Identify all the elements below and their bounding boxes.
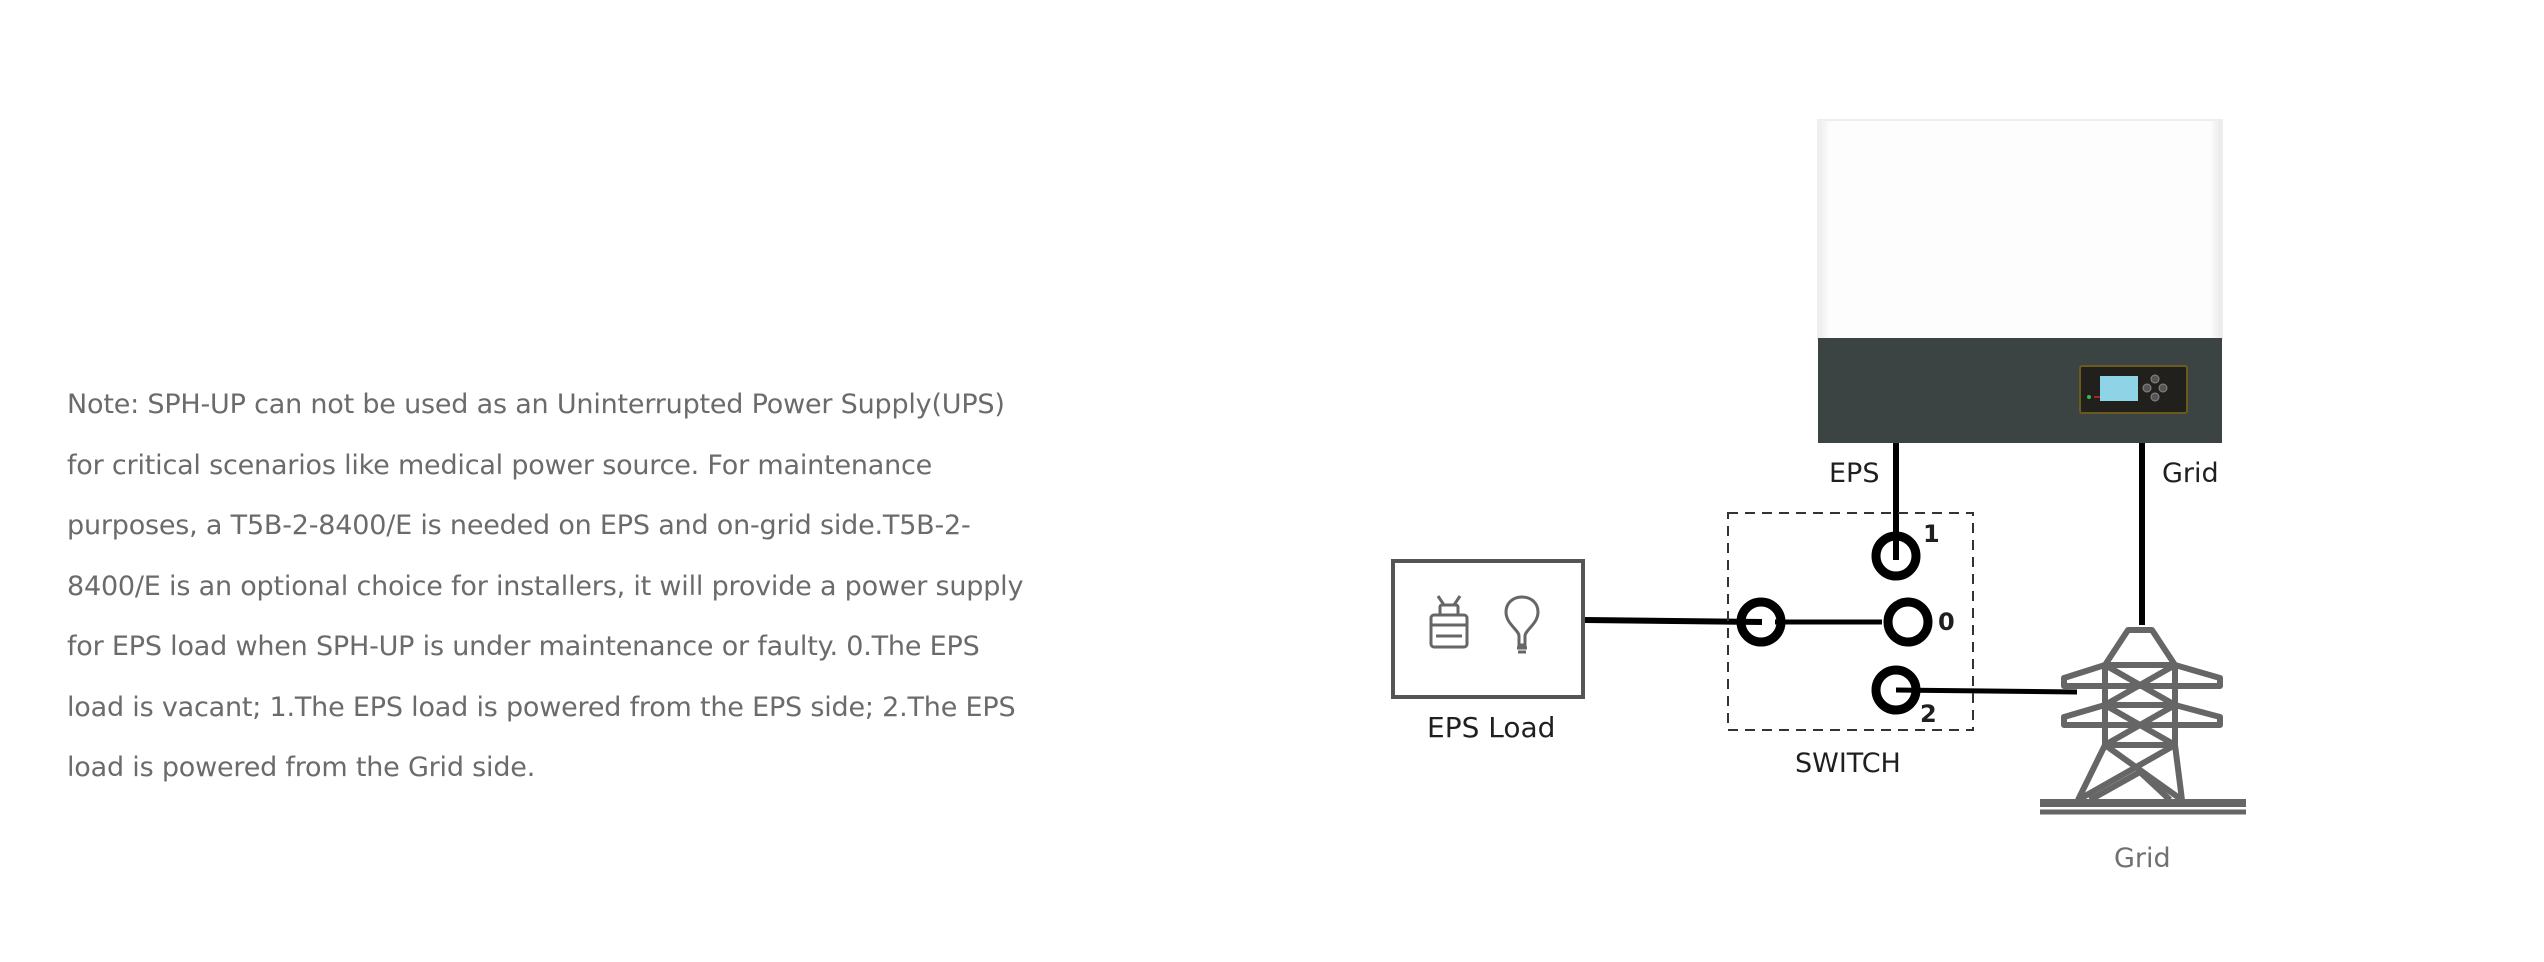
note-line: 8400/E is an optional choice for install… xyxy=(67,570,1024,602)
switch-position-0-label: 0 xyxy=(1938,608,1955,636)
note-line: purposes, a T5B-2-8400/E is needed on EP… xyxy=(67,510,971,541)
navigation-buttons xyxy=(2142,374,2168,402)
transmission-tower-icon xyxy=(2040,627,2246,815)
eps-load: EPS Load xyxy=(1391,559,1585,744)
light-bulb-icon xyxy=(1504,595,1540,654)
note-line: load is vacant; 1.The EPS load is powere… xyxy=(67,691,1016,723)
grid-feed-wire xyxy=(1895,687,2078,695)
wires xyxy=(1584,443,2145,695)
note-line: Note: SPH-UP can not be used as an Unint… xyxy=(67,389,1005,420)
eps-load-box xyxy=(1391,559,1585,699)
inverter-body xyxy=(1817,119,2223,341)
eps-port-label: EPS xyxy=(1829,458,1879,489)
switch-terminal-1 xyxy=(1871,531,1921,581)
status-led-green xyxy=(2087,395,2091,399)
display-screen xyxy=(2100,376,2138,401)
load-wire xyxy=(1584,617,1763,625)
inverter: EPS Grid xyxy=(1817,119,2223,489)
transfer-switch: 1 0 2 SWITCH xyxy=(1727,512,1974,779)
switch-terminal-0 xyxy=(1883,597,1933,647)
switch-common-terminal xyxy=(1736,597,1786,647)
switch-enclosure xyxy=(1727,512,1974,731)
generator-icon xyxy=(1429,595,1469,649)
switch-position-1-label: 1 xyxy=(1923,520,1940,548)
note-paragraph: Note: SPH-UP can not be used as an Unint… xyxy=(67,375,1067,799)
grid-port-label: Grid xyxy=(2162,458,2219,489)
status-led-red xyxy=(2094,396,2100,398)
switch-position-2-label: 2 xyxy=(1920,700,1937,728)
note-line: for critical scenarios like medical powe… xyxy=(67,449,933,481)
switch-label: SWITCH xyxy=(1795,748,1901,779)
note-line: for EPS load when SPH-UP is under mainte… xyxy=(67,631,980,662)
display-panel xyxy=(2079,365,2188,414)
note-line: load is powered from the Grid side. xyxy=(67,752,536,783)
eps-load-label: EPS Load xyxy=(1427,711,1555,744)
grid-tower-label: Grid xyxy=(2114,843,2171,874)
switch-terminal-2 xyxy=(1871,665,1921,715)
